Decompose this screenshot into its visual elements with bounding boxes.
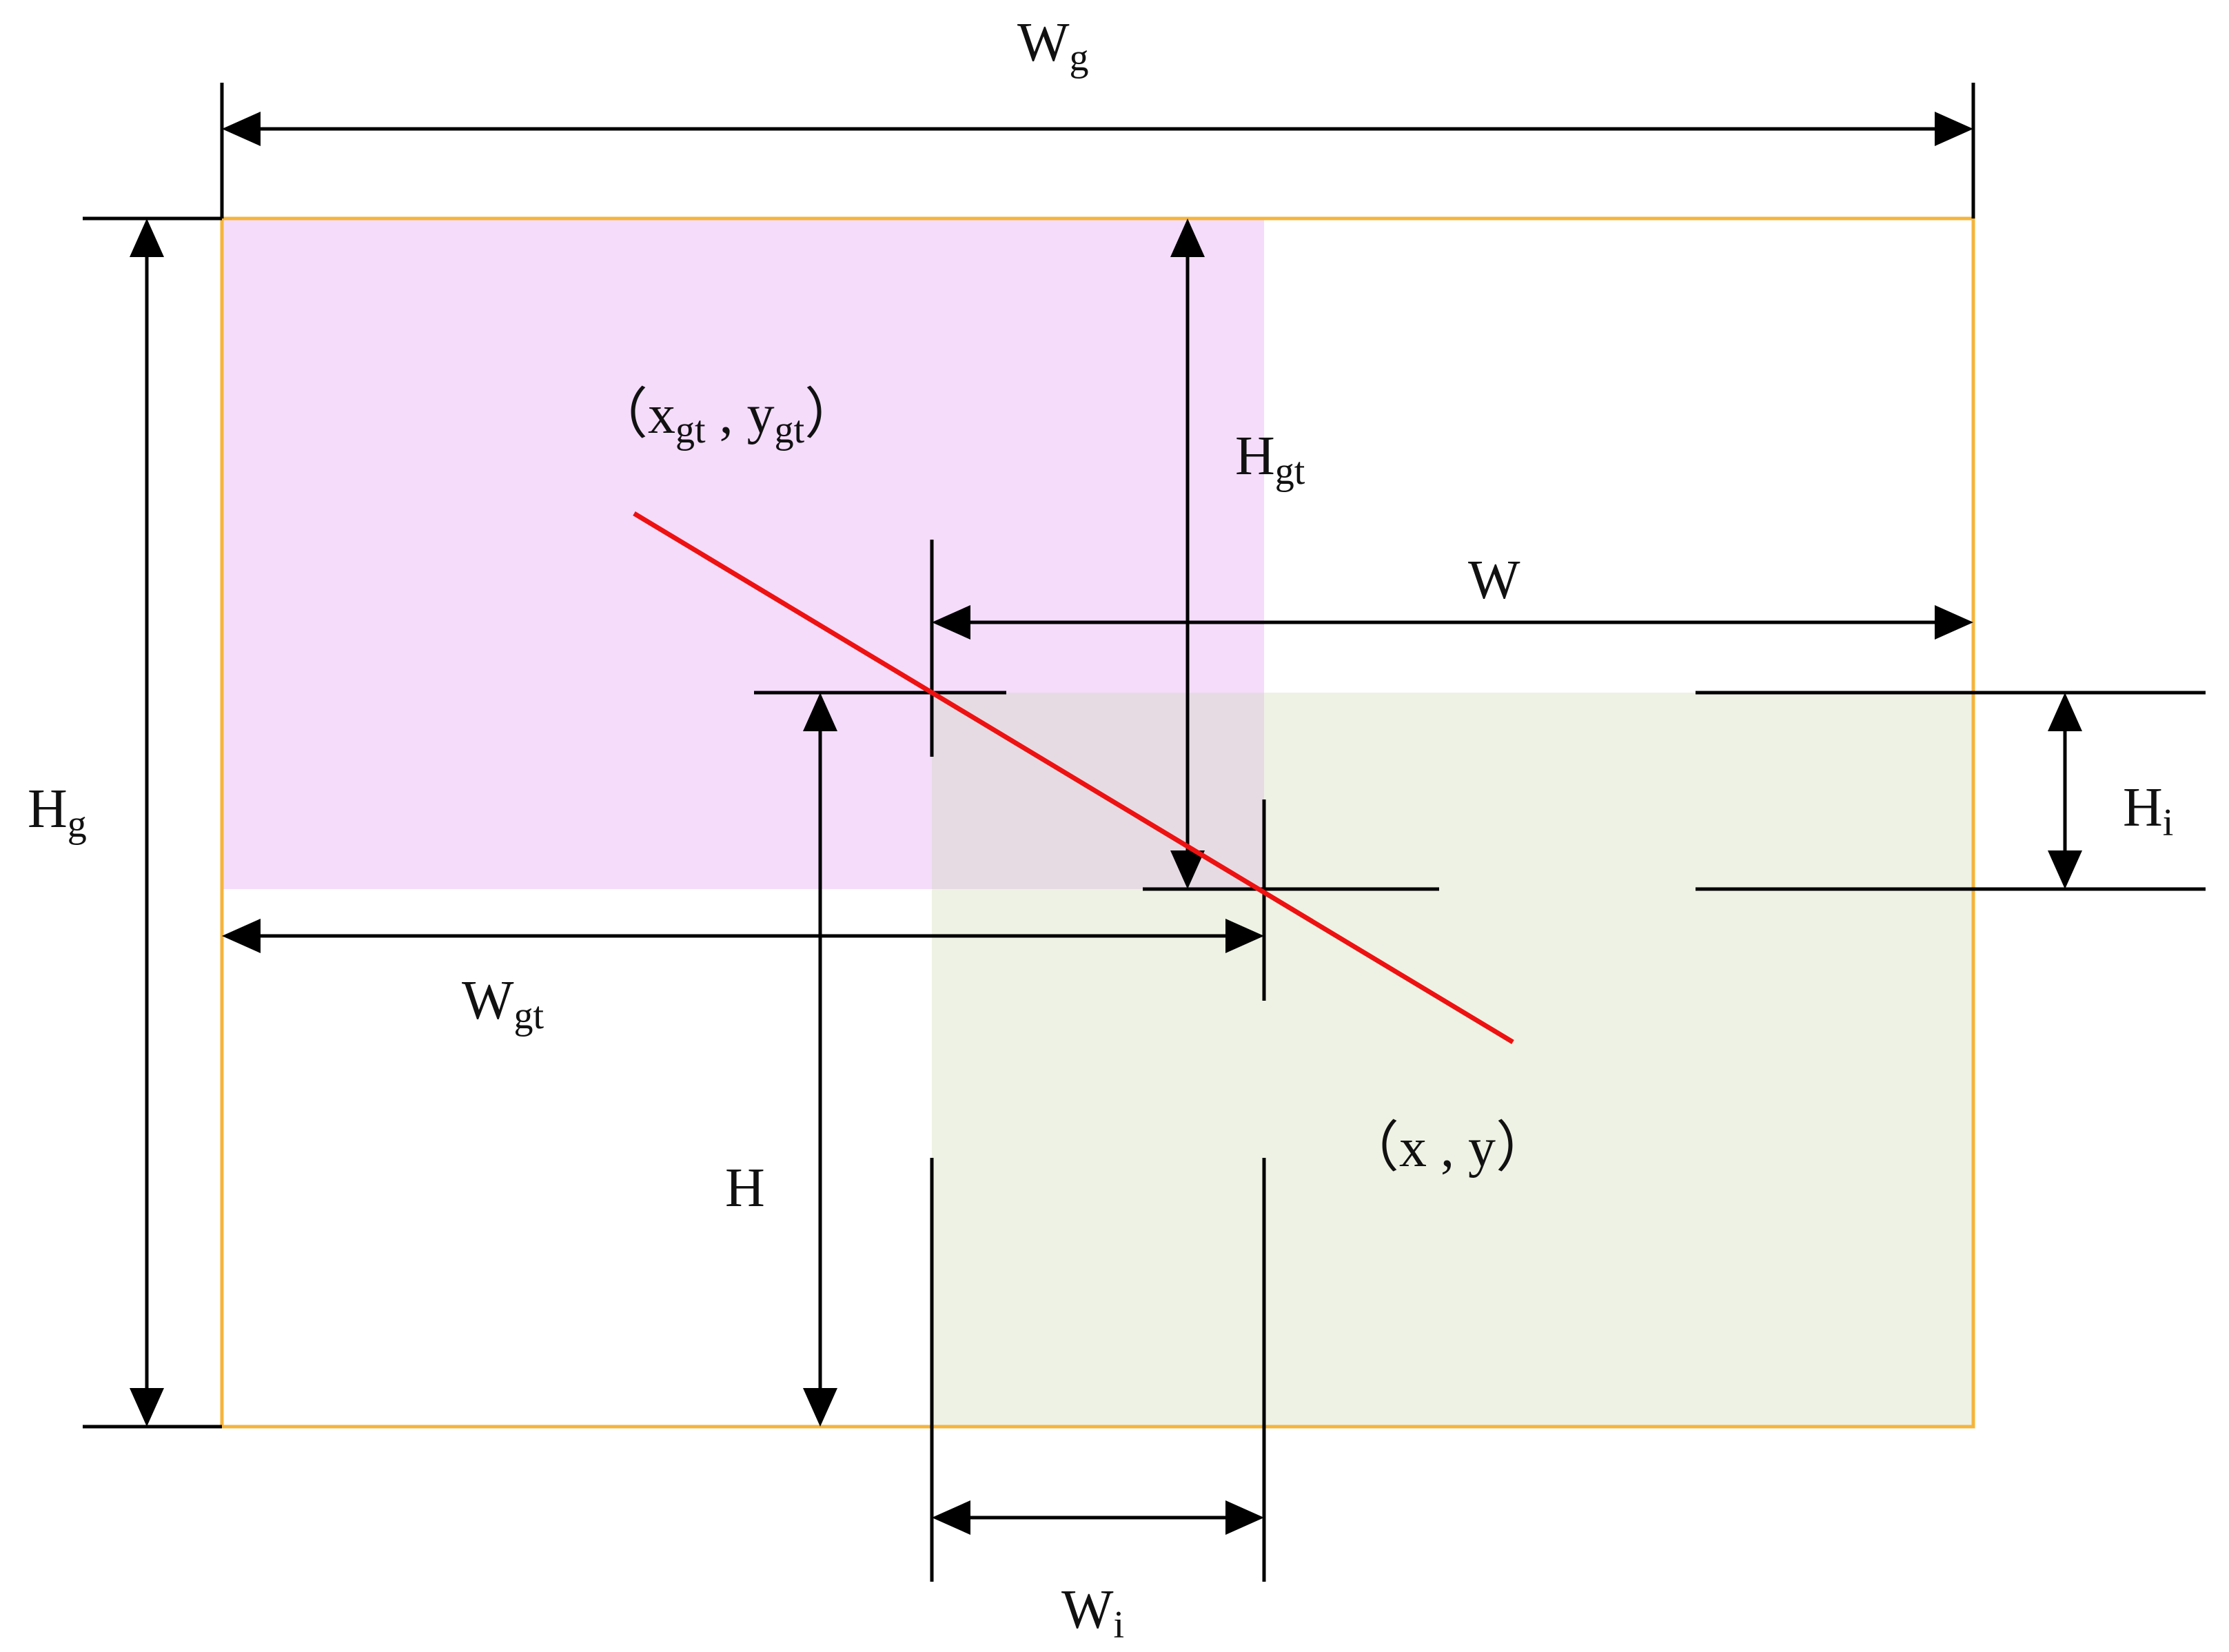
dimension-lines	[83, 83, 2206, 1582]
enclosing-box	[220, 216, 1975, 1429]
label-h: H	[725, 1158, 765, 1218]
label-predicted-center: （x , y）	[1344, 1118, 1551, 1179]
label-w: W	[1468, 550, 1520, 611]
center-distance-line	[633, 511, 1514, 1044]
label-ground-truth-center: （xgt , ygt）	[593, 385, 859, 451]
label-wi: Wi	[1061, 1580, 1124, 1646]
label-wg: Wg	[1017, 12, 1089, 79]
label-hgt: Hgt	[1235, 426, 1305, 493]
label-hg: Hg	[28, 779, 87, 846]
label-wgt: Wgt	[462, 970, 544, 1037]
label-hi: Hi	[2123, 777, 2173, 844]
arrowheads	[130, 112, 2082, 1535]
